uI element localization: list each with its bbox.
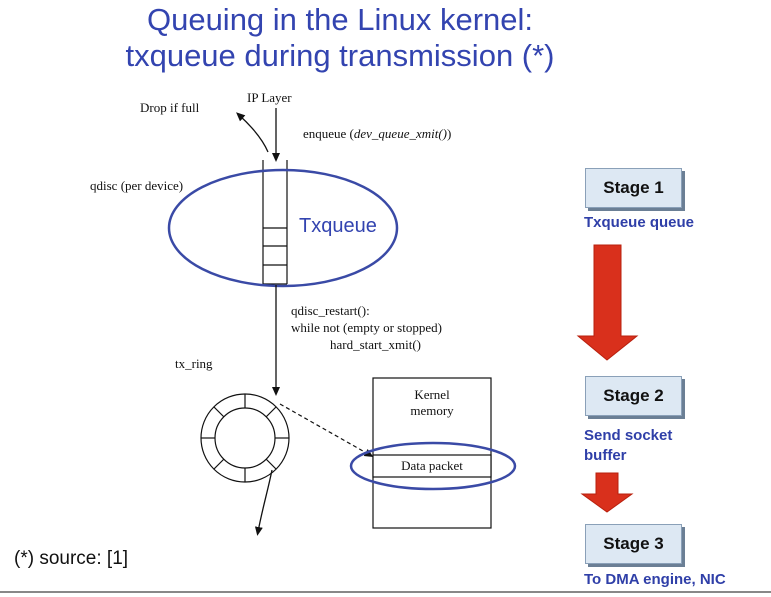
title-line-1: Queuing in the Linux kernel: — [146, 2, 534, 37]
drop-arrow — [236, 112, 269, 153]
tx-ring-label: tx_ring — [175, 356, 213, 371]
enqueue-text: enqueue ( — [303, 126, 354, 141]
stage-1-desc: Txqueue queue — [584, 214, 695, 231]
title-line-2: txqueue during transmission (*) — [125, 38, 555, 73]
stage-2-desc-line-1: Send socket — [584, 427, 673, 444]
stage-1-box: Stage 1 — [585, 168, 682, 208]
restart-line-1: qdisc_restart(): — [291, 303, 370, 318]
restart-line-3: hard_start_xmit() — [330, 337, 421, 352]
stage-arrow-2 — [580, 472, 634, 513]
source-footnote: (*) source: [1] — [14, 548, 129, 569]
bottom-rule — [0, 591, 771, 593]
stage-3-desc: To DMA engine, NIC — [584, 571, 726, 588]
stage-2-desc: Send socket buffer — [584, 426, 672, 466]
enqueue-close: ) — [447, 126, 452, 141]
data-packet-box — [372, 454, 492, 478]
qdisc-label: qdisc (per device) — [90, 178, 184, 193]
data-packet-label: Data packet — [401, 458, 463, 473]
enqueue-label: enqueue (dev_queue_xmit()) — [303, 126, 451, 142]
txqueue-label: Txqueue — [299, 215, 377, 237]
stage-2-desc-line-2: buffer — [584, 447, 627, 464]
restart-line-2: while not (empty or stopped) — [291, 320, 442, 335]
ip-layer-label: IP Layer — [247, 90, 292, 105]
drop-if-full-label: Drop if full — [140, 100, 200, 115]
stage-3-title: Stage 3 — [603, 534, 664, 553]
dma-dashed-arrow — [279, 403, 374, 457]
kernel-line-1: Kernel — [414, 387, 450, 402]
stage-2-title: Stage 2 — [603, 386, 664, 405]
kernel-memory-label: Kernel memory — [373, 387, 491, 419]
txqueue-ellipse — [167, 168, 399, 288]
stage-1-title: Stage 1 — [603, 178, 664, 197]
stage-3-box: Stage 3 — [585, 524, 682, 564]
tx-ring — [200, 393, 290, 483]
data-packet-ellipse — [349, 441, 517, 491]
kernel-memory-box — [372, 377, 492, 529]
stage-arrow-1 — [576, 244, 639, 361]
enqueue-func: dev_queue_xmit() — [353, 126, 448, 141]
slide-title: Queuing in the Linux kernel: txqueue dur… — [0, 2, 680, 74]
stage-2-box: Stage 2 — [585, 376, 682, 416]
kernel-line-2: memory — [410, 403, 454, 418]
ring-exit-arrow — [254, 469, 273, 536]
queue-tube — [262, 160, 288, 285]
